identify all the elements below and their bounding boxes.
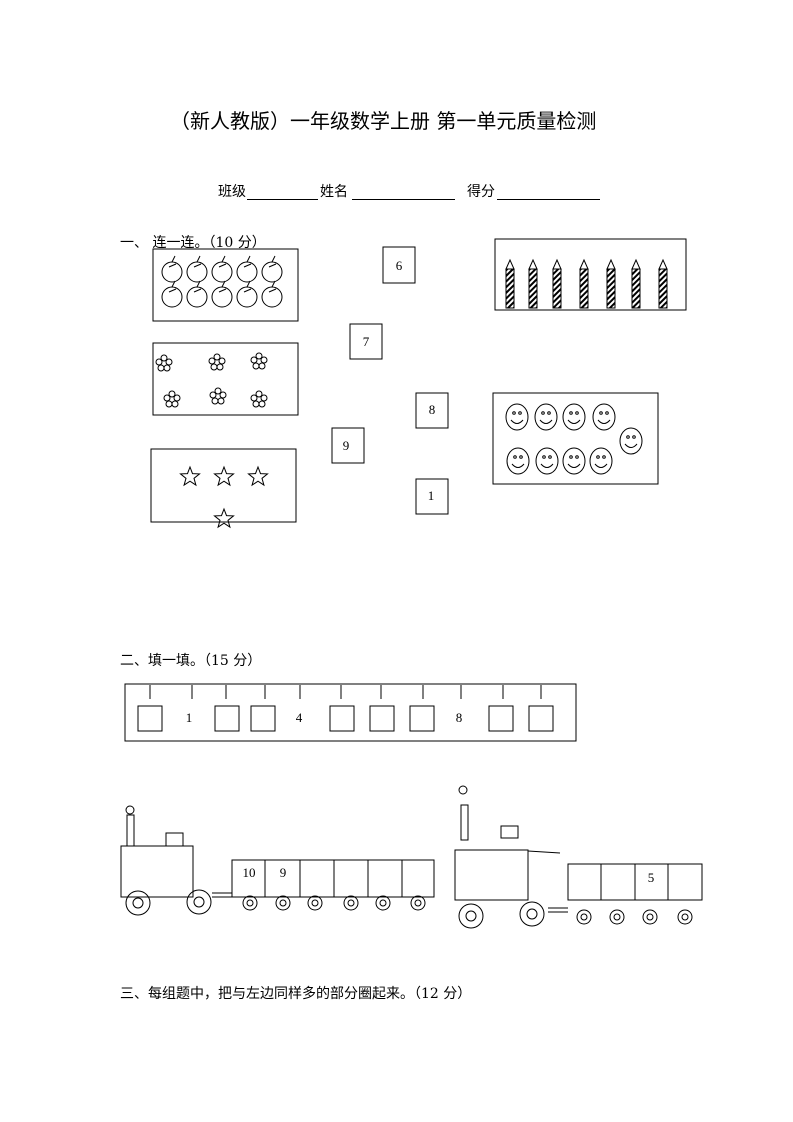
apple-icon <box>186 255 208 283</box>
smileys-box[interactable] <box>492 392 659 485</box>
flower-icon <box>209 387 227 405</box>
pencil-icon <box>658 258 668 309</box>
number-box-6[interactable]: 6 <box>382 246 416 284</box>
apple-icon <box>186 280 208 308</box>
score-blank[interactable] <box>497 199 600 200</box>
pencil-icon <box>631 258 641 309</box>
star-icon <box>213 507 235 529</box>
section3-heading: 三、每组题中，把与左边同样多的部分圈起来。（12 分） <box>120 986 472 1002</box>
line-number-1: 1 <box>186 710 193 725</box>
flowers-box[interactable] <box>152 342 299 416</box>
stars-box[interactable] <box>150 448 297 529</box>
wheel-icon <box>576 909 592 925</box>
answer-blank[interactable] <box>528 705 554 732</box>
wheel-icon <box>125 890 151 916</box>
pencil-icon <box>528 258 538 309</box>
apples-box[interactable] <box>152 248 299 322</box>
wheel-icon <box>410 895 426 911</box>
smiley-icon <box>506 447 530 475</box>
page-title: （新人教版）一年级数学上册 第一单元质量检测 <box>170 109 597 133</box>
apple-icon <box>236 255 258 283</box>
wheel-icon <box>458 903 484 929</box>
train-right <box>454 785 703 929</box>
wheel-icon <box>343 895 359 911</box>
smiley-icon <box>589 447 613 475</box>
wheel-icon <box>275 895 291 911</box>
pencil-icon <box>552 258 562 309</box>
flower-icon <box>155 354 173 372</box>
train1-car-10: 10 <box>243 865 256 880</box>
pencil-icon <box>505 258 515 309</box>
section2-heading: 二、填一填。（15 分） <box>120 653 262 669</box>
star-icon <box>213 465 235 487</box>
answer-blank[interactable] <box>137 705 163 732</box>
line-number-8: 8 <box>456 710 463 725</box>
smiley-icon <box>505 403 529 431</box>
name-label: 姓名 <box>320 184 348 200</box>
apple-icon <box>161 255 183 283</box>
score-label: 得分 <box>467 184 495 200</box>
smiley-icon <box>534 403 558 431</box>
wheel-icon <box>375 895 391 911</box>
pencils-box[interactable] <box>494 238 687 311</box>
number-1: 1 <box>428 488 435 503</box>
answer-blank[interactable] <box>409 705 435 732</box>
number-7: 7 <box>363 334 370 349</box>
flower-icon <box>208 353 226 371</box>
pencil-icon <box>606 258 616 309</box>
class-label: 班级 <box>218 184 246 200</box>
wheel-icon <box>307 895 323 911</box>
number-9: 9 <box>343 438 350 453</box>
train2-car-5: 5 <box>648 870 655 885</box>
star-icon <box>179 465 201 487</box>
wheel-icon <box>519 901 545 927</box>
section1-heading: 一、 连一连。（10 分） <box>120 235 266 251</box>
flower-icon <box>250 390 268 408</box>
apple-icon <box>211 280 233 308</box>
number-6: 6 <box>396 258 403 273</box>
smiley-icon <box>535 447 559 475</box>
smiley-icon <box>562 447 586 475</box>
wheel-icon <box>186 889 212 915</box>
pencil-icon <box>579 258 589 309</box>
wheel-icon <box>242 895 258 911</box>
apple-icon <box>236 280 258 308</box>
number-line <box>124 683 577 742</box>
flower-icon <box>163 390 181 408</box>
apple-icon <box>261 280 283 308</box>
answer-blank[interactable] <box>250 705 276 732</box>
apple-icon <box>161 280 183 308</box>
line-number-4: 4 <box>296 710 303 725</box>
train1-carriage <box>231 859 435 898</box>
wheel-icon <box>642 909 658 925</box>
number-8: 8 <box>429 402 436 417</box>
answer-blank[interactable] <box>329 705 355 732</box>
number-box-9[interactable]: 9 <box>331 427 365 464</box>
train1-car-9: 9 <box>280 865 287 880</box>
number-box-8[interactable]: 8 <box>415 392 449 429</box>
apple-icon <box>261 255 283 283</box>
name-blank[interactable] <box>352 199 455 200</box>
answer-blank[interactable] <box>214 705 240 732</box>
wheel-icon <box>677 909 693 925</box>
smiley-icon <box>592 403 616 431</box>
wheel-icon <box>609 909 625 925</box>
star-icon <box>247 465 269 487</box>
number-box-7[interactable]: 7 <box>349 323 383 360</box>
apple-icon <box>211 255 233 283</box>
flower-icon <box>250 352 268 370</box>
answer-blank[interactable] <box>369 705 395 732</box>
number-box-1[interactable]: 1 <box>415 478 449 515</box>
smiley-icon <box>562 403 586 431</box>
smiley-icon <box>619 427 643 455</box>
class-blank[interactable] <box>247 199 318 200</box>
train-left <box>120 805 435 916</box>
answer-blank[interactable] <box>488 705 514 732</box>
